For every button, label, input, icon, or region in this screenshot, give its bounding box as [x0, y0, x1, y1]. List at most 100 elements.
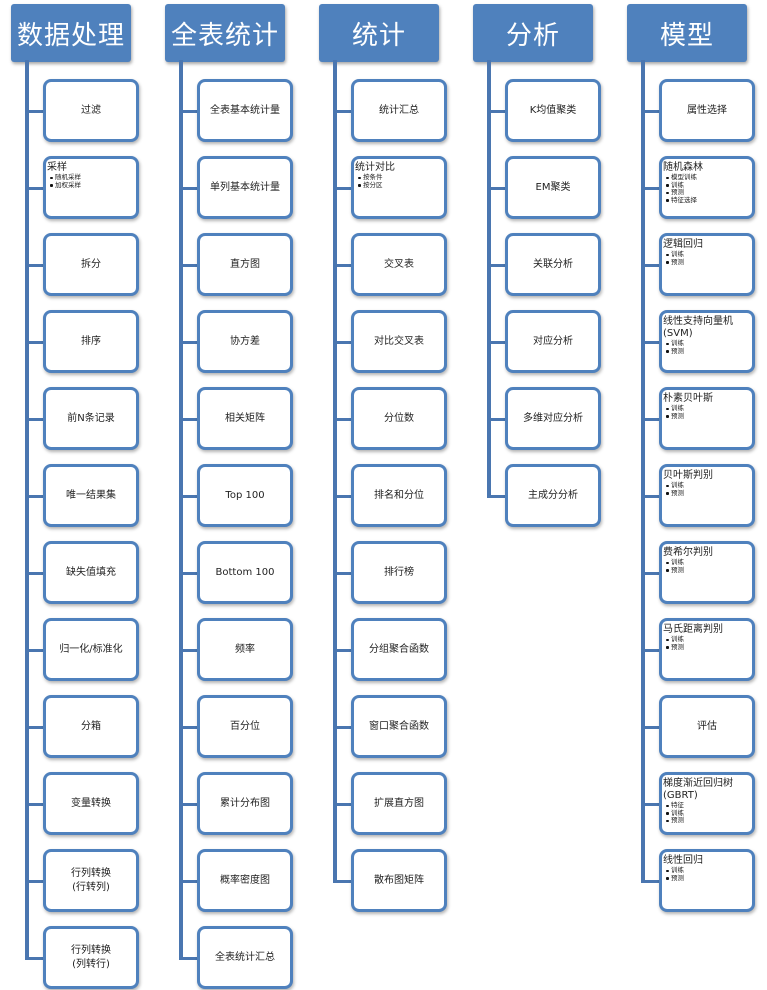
branch-line [641, 802, 659, 806]
node-box[interactable]: 唯一结果集 [43, 464, 139, 527]
node-box[interactable]: 概率密度图 [197, 849, 293, 912]
node-label: 扩展直方图 [374, 797, 424, 809]
sub-item: 预测 [666, 816, 752, 825]
node-box[interactable]: 排行榜 [351, 541, 447, 604]
node-box[interactable]: 单列基本统计量 [197, 156, 293, 219]
node-box[interactable]: 贝叶斯判别训练预测 [659, 464, 755, 527]
branch-line [641, 340, 659, 344]
node-box[interactable]: 线性支持向量机(SVM)训练预测 [659, 310, 755, 373]
node-box[interactable]: 全表统计汇总 [197, 926, 293, 989]
node-box[interactable]: 直方图 [197, 233, 293, 296]
sub-item: 训练 [666, 481, 752, 490]
node-box[interactable]: 主成分分析 [505, 464, 601, 527]
node-box[interactable]: 对应分析 [505, 310, 601, 373]
branch-line [641, 879, 659, 883]
node-box[interactable]: 百分位 [197, 695, 293, 758]
node-box[interactable]: 前N条记录 [43, 387, 139, 450]
node-box[interactable]: 线性回归训练预测 [659, 849, 755, 912]
node-box[interactable]: 过滤 [43, 79, 139, 142]
connector-line [179, 60, 183, 960]
node-box[interactable]: 频率 [197, 618, 293, 681]
node-label-line: 行列转换 [71, 867, 111, 879]
node-box[interactable]: 随机森林模型训练训练预测特征选择 [659, 156, 755, 219]
node-box[interactable]: 拆分 [43, 233, 139, 296]
node-label: 全表基本统计量 [210, 104, 280, 116]
node-box[interactable]: 多维对应分析 [505, 387, 601, 450]
branch-line [333, 494, 351, 498]
node-box[interactable]: 分位数 [351, 387, 447, 450]
node-box[interactable]: 全表基本统计量 [197, 79, 293, 142]
branch-line [179, 340, 197, 344]
node-box[interactable]: 行列转换(列转行) [43, 926, 139, 989]
branch-line [25, 417, 43, 421]
node-label: 单列基本统计量 [210, 181, 280, 193]
node-box[interactable]: 变量转换 [43, 772, 139, 835]
node-box[interactable]: 朴素贝叶斯训练预测 [659, 387, 755, 450]
branch-line [333, 109, 351, 113]
node-label: 交叉表 [384, 258, 414, 270]
branch-line [179, 263, 197, 267]
node-label: 分箱 [81, 720, 101, 732]
node-box[interactable]: 累计分布图 [197, 772, 293, 835]
sub-item: 随机采样 [50, 173, 136, 182]
node-box[interactable]: 马氏距离判别训练预测 [659, 618, 755, 681]
node-box[interactable]: 统计汇总 [351, 79, 447, 142]
sub-item: 预测 [666, 412, 752, 421]
node-box[interactable]: 相关矩阵 [197, 387, 293, 450]
node-box[interactable]: 梯度渐近回归树(GBRT)特征训练预测 [659, 772, 755, 835]
column-5: 模型属性选择随机森林模型训练训练预测特征选择逻辑回归训练预测线性支持向量机(SV… [627, 0, 767, 990]
node-box[interactable]: 窗口聚合函数 [351, 695, 447, 758]
sub-item: 预测 [666, 258, 752, 267]
node-label: 全表统计汇总 [215, 951, 275, 963]
node-box[interactable]: 归一化/标准化 [43, 618, 139, 681]
node-box[interactable]: 逻辑回归训练预测 [659, 233, 755, 296]
node-box[interactable]: 统计对比按条件按分区 [351, 156, 447, 219]
branch-line [179, 648, 197, 652]
node-box[interactable]: 排序 [43, 310, 139, 373]
node-box[interactable]: 行列转换(行转列) [43, 849, 139, 912]
node-label: 相关矩阵 [225, 412, 265, 424]
node-box[interactable]: 评估 [659, 695, 755, 758]
branch-line [25, 494, 43, 498]
sub-item: 训练 [666, 558, 752, 567]
node-box[interactable]: 协方差 [197, 310, 293, 373]
node-label: K均值聚类 [529, 104, 577, 116]
node-box[interactable]: 分箱 [43, 695, 139, 758]
node-box[interactable]: 缺失值填充 [43, 541, 139, 604]
sub-item: 训练 [666, 339, 752, 348]
node-box[interactable]: 费希尔判别训练预测 [659, 541, 755, 604]
branch-line [25, 725, 43, 729]
node-box[interactable]: 散布图矩阵 [351, 849, 447, 912]
node-box[interactable]: 对比交叉表 [351, 310, 447, 373]
node-box[interactable]: 排名和分位 [351, 464, 447, 527]
branch-line [333, 340, 351, 344]
branch-line [25, 340, 43, 344]
sub-item: 特征 [666, 801, 752, 810]
node-label: 随机森林 [663, 162, 703, 173]
node-box[interactable]: Bottom 100 [197, 541, 293, 604]
sub-item: 训练 [666, 404, 752, 413]
node-box[interactable]: 采样随机采样加权采样 [43, 156, 139, 219]
branch-line [179, 109, 197, 113]
sub-item: 加权采样 [50, 181, 136, 190]
branch-line [641, 109, 659, 113]
node-box[interactable]: Top 100 [197, 464, 293, 527]
branch-line [641, 263, 659, 267]
node-box[interactable]: 交叉表 [351, 233, 447, 296]
sub-item: 预测 [666, 347, 752, 356]
node-box[interactable]: K均值聚类 [505, 79, 601, 142]
branch-line [641, 725, 659, 729]
node-label: 前N条记录 [67, 412, 115, 424]
node-box[interactable]: 关联分析 [505, 233, 601, 296]
sub-item: 训练 [666, 866, 752, 875]
node-box[interactable]: 属性选择 [659, 79, 755, 142]
sub-item: 预测 [666, 489, 752, 498]
sub-item-list: 随机采样加权采样 [47, 173, 136, 190]
node-box[interactable]: 分组聚合函数 [351, 618, 447, 681]
branch-line [179, 494, 197, 498]
node-box[interactable]: EM聚类 [505, 156, 601, 219]
branch-line [333, 648, 351, 652]
sub-item-list: 训练预测 [663, 481, 752, 498]
node-box[interactable]: 扩展直方图 [351, 772, 447, 835]
